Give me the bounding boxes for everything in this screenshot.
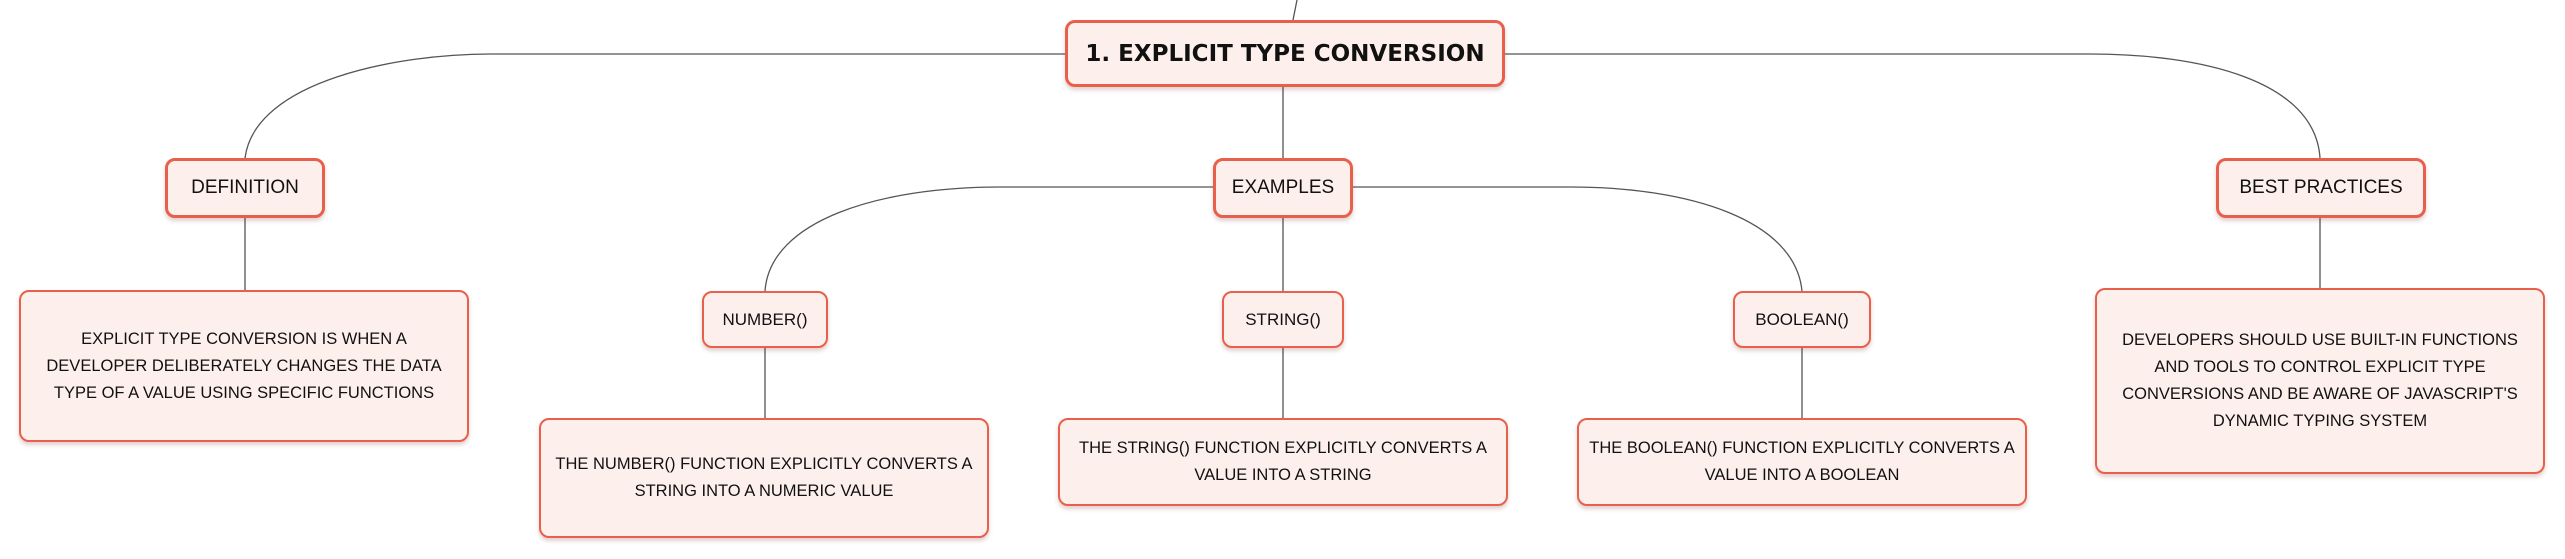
definition-text-node[interactable]: EXPLICIT TYPE CONVERSION IS WHEN A DEVEL… — [19, 290, 469, 442]
best-practices-text: DEVELOPERS SHOULD USE BUILT-IN FUNCTIONS… — [2122, 331, 2518, 430]
definition-text: EXPLICIT TYPE CONVERSION IS WHEN A DEVEL… — [46, 329, 442, 402]
string-label: STRING() — [1245, 309, 1321, 329]
best-practices-node[interactable]: BEST PRACTICES — [2216, 158, 2426, 218]
string-node[interactable]: STRING() — [1222, 291, 1344, 348]
connector-examples-boolean — [1353, 186, 1803, 292]
string-text: THE STRING() FUNCTION EXPLICITLY CONVERT… — [1079, 439, 1487, 484]
definition-node[interactable]: DEFINITION — [165, 158, 325, 218]
best-practices-label: BEST PRACTICES — [2239, 177, 2403, 198]
boolean-node[interactable]: BOOLEAN() — [1733, 291, 1871, 348]
string-text-node[interactable]: THE STRING() FUNCTION EXPLICITLY CONVERT… — [1058, 418, 1508, 506]
examples-node[interactable]: EXAMPLES — [1213, 158, 1353, 218]
boolean-text-node[interactable]: THE BOOLEAN() FUNCTION EXPLICITLY CONVER… — [1577, 418, 2027, 506]
connector-examples-number — [764, 186, 1213, 292]
number-text: THE NUMBER() FUNCTION EXPLICITLY CONVERT… — [555, 455, 973, 500]
number-label: NUMBER() — [722, 309, 808, 329]
best-practices-text-node[interactable]: DEVELOPERS SHOULD USE BUILT-IN FUNCTIONS… — [2095, 288, 2545, 474]
boolean-label: BOOLEAN() — [1755, 309, 1849, 329]
connector-parent-root — [1292, 0, 1298, 21]
number-node[interactable]: NUMBER() — [702, 291, 828, 348]
root-label: 1. EXPLICIT TYPE CONVERSION — [1085, 40, 1485, 67]
definition-label: DEFINITION — [191, 177, 299, 198]
connector-root-best-practices — [1505, 53, 2321, 159]
boolean-text: THE BOOLEAN() FUNCTION EXPLICITLY CONVER… — [1589, 439, 2015, 484]
root-node[interactable]: 1. EXPLICIT TYPE CONVERSION — [1065, 20, 1505, 87]
number-text-node[interactable]: THE NUMBER() FUNCTION EXPLICITLY CONVERT… — [539, 418, 989, 538]
connector-root-definition — [244, 53, 1065, 159]
examples-label: EXAMPLES — [1231, 177, 1335, 198]
